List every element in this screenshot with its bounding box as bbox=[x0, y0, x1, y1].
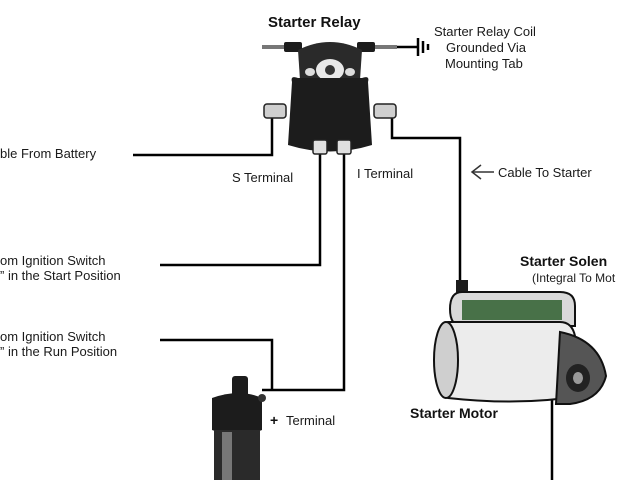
starter-motor-endcap bbox=[433, 321, 459, 399]
relay-mount-tab-left bbox=[284, 42, 302, 52]
ignition-start-label-line2: ” in the Start Position bbox=[0, 268, 121, 283]
relay-battery-stud bbox=[263, 103, 287, 119]
cable-to-starter-label: Cable To Starter bbox=[498, 165, 592, 180]
plus-sign-label: + bbox=[270, 412, 278, 428]
coil-plus-terminal bbox=[258, 394, 266, 402]
relay-body bbox=[288, 77, 372, 152]
coil-ground-label-line2: Grounded Via bbox=[446, 40, 527, 55]
ignition-run-label-line2: ” in the Run Position bbox=[0, 344, 117, 359]
starter-motor-assembly bbox=[433, 280, 608, 405]
starter-relay-label: Starter Relay bbox=[268, 14, 361, 31]
wires bbox=[133, 110, 554, 480]
battery-cable bbox=[133, 110, 284, 157]
relay-bolt-left bbox=[262, 45, 284, 49]
s-terminal-wire bbox=[160, 152, 322, 267]
solenoid-stud bbox=[456, 280, 468, 294]
relay-s-terminal bbox=[312, 139, 328, 155]
starter-motor-label: Starter Motor bbox=[410, 405, 498, 421]
battery-cable-label: ble From Battery bbox=[0, 146, 97, 161]
ignition-run-wire bbox=[160, 338, 274, 390]
relay-i-terminal bbox=[336, 139, 352, 155]
coil-tower bbox=[232, 376, 248, 398]
ignition-coil bbox=[212, 376, 266, 480]
i-terminal-label: I Terminal bbox=[357, 166, 413, 181]
ignition-run-label-line1: om Ignition Switch bbox=[0, 329, 106, 344]
coil-ground-label-line3: Mounting Tab bbox=[445, 56, 523, 71]
coil-cap bbox=[212, 393, 262, 435]
ground-icon bbox=[416, 38, 430, 56]
relay-starter-stud bbox=[373, 103, 397, 119]
integral-to-motor-label: (Integral To Mot bbox=[532, 271, 616, 285]
coil-can bbox=[214, 430, 260, 480]
s-terminal-label: S Terminal bbox=[232, 170, 293, 185]
starter-solenoid-label: Starter Solen bbox=[520, 253, 607, 269]
ignition-start-label-line1: om Ignition Switch bbox=[0, 253, 106, 268]
starter-cable bbox=[390, 112, 462, 282]
solenoid-windings bbox=[462, 300, 562, 320]
i-terminal-wire bbox=[262, 152, 346, 392]
relay-mount-tab-right bbox=[357, 42, 375, 52]
relay-bolt-right bbox=[375, 45, 397, 49]
starter-relay bbox=[262, 38, 430, 155]
plus-terminal-label: Terminal bbox=[286, 413, 335, 428]
arrow-left-icon bbox=[470, 164, 494, 180]
coil-ground-label-line1: Starter Relay Coil bbox=[434, 24, 536, 39]
